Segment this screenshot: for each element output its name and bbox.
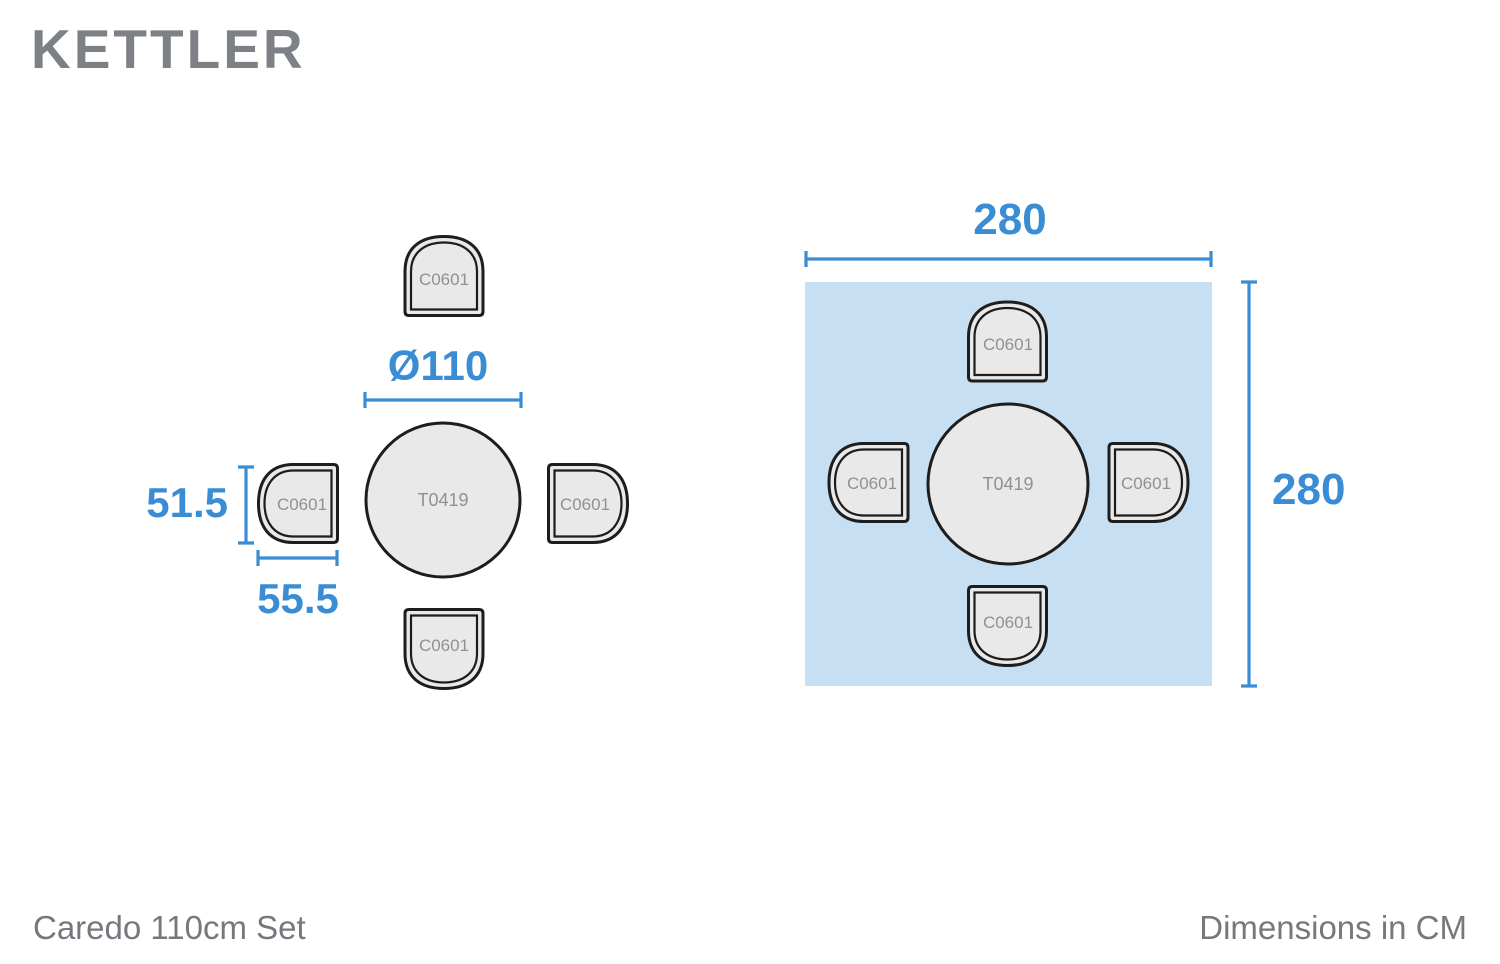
footprint-chair-top-code: C0601 (983, 335, 1033, 354)
units-note: Dimensions in CM (1199, 909, 1467, 946)
dim-line-chair-depth (238, 465, 254, 545)
dim-label-chair-depth: 51.5 (146, 479, 228, 526)
table-circle-icon (364, 421, 522, 579)
chair-top-code: C0601 (419, 270, 469, 289)
footprint-table-code: T0419 (982, 474, 1033, 494)
product-name: Caredo 110cm Set (33, 909, 306, 946)
table-code: T0419 (417, 490, 468, 510)
dim-label-footprint-height: 280 (1272, 465, 1345, 514)
dim-label-chair-width: 55.5 (257, 575, 339, 622)
set-diagram: C0601 C0601 C0601 C0601 T0419 Ø110 51.5 … (146, 235, 629, 690)
dim-line-diameter (363, 392, 523, 408)
chair-right-code: C0601 (560, 495, 610, 514)
dim-line-chair-width (256, 550, 339, 566)
dim-label-diameter: Ø110 (388, 342, 488, 389)
footprint-chair-right-code: C0601 (1121, 474, 1171, 493)
footprint-table-circle-icon (926, 402, 1090, 566)
chair-left-code: C0601 (277, 495, 327, 514)
dim-label-footprint-width: 280 (973, 195, 1046, 244)
chair-bottom-code: C0601 (419, 636, 469, 655)
footprint-diagram: C0601 C0601 C0601 C0601 T0419 280 280 (804, 195, 1345, 688)
footprint-chair-left-code: C0601 (847, 474, 897, 493)
dim-line-footprint-height (1241, 280, 1257, 688)
dim-line-footprint-width (804, 251, 1213, 267)
kettler-logo: KETTLER (31, 18, 306, 80)
footprint-chair-bottom-code: C0601 (983, 613, 1033, 632)
